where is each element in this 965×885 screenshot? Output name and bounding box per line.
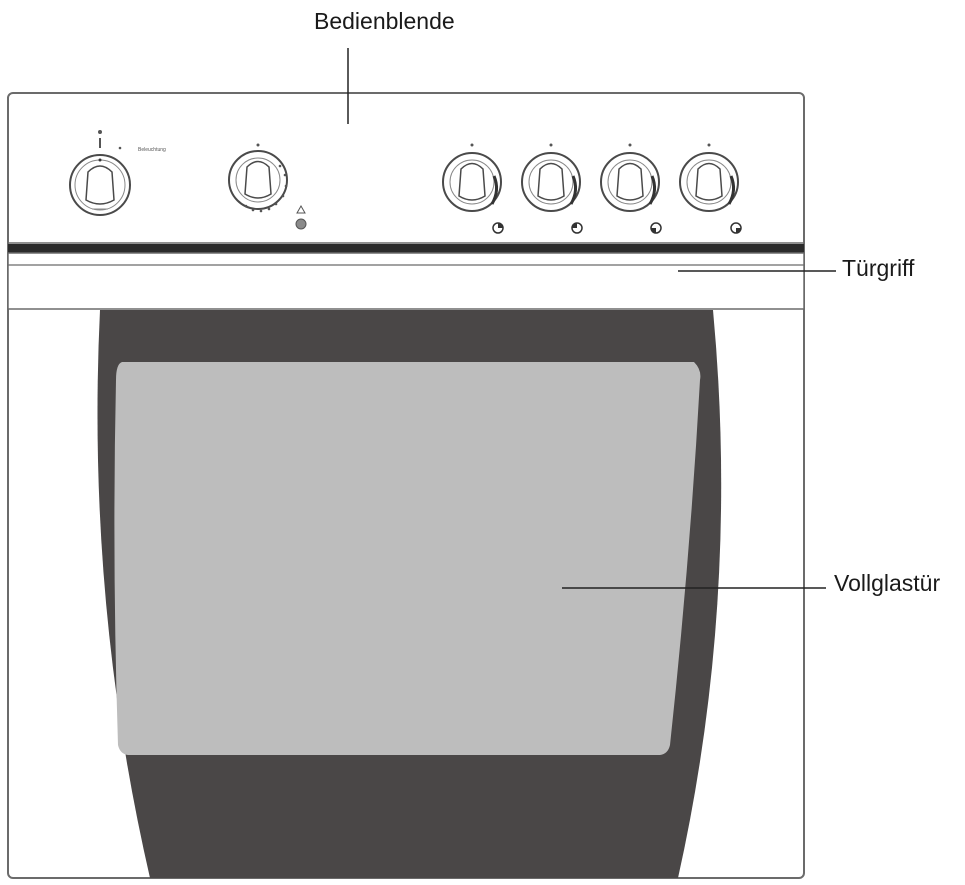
hotplate-symbol-icon [730, 222, 742, 234]
glass-window [114, 362, 701, 755]
indicator-lamp-icon [295, 204, 307, 230]
control-panel [8, 242, 804, 253]
hotplate-knob-2 [521, 143, 581, 212]
label-door-handle: Türgriff [842, 255, 915, 281]
function-knob [69, 130, 131, 216]
label-control-panel: Bedienblende [314, 8, 455, 34]
hotplate-symbol-icon [650, 222, 662, 234]
hotplate-symbol-icon [571, 222, 583, 234]
door-handle [7, 252, 805, 310]
hotplate-symbol-icon [492, 222, 504, 234]
hotplate-knob-3 [600, 143, 660, 212]
knob1-caption: Beleuchtung [138, 147, 166, 153]
label-glass-door: Vollglastür [834, 570, 941, 596]
hotplate-knob-4 [679, 143, 739, 212]
temperature-knob [228, 143, 288, 213]
hotplate-knob-1 [442, 143, 502, 212]
